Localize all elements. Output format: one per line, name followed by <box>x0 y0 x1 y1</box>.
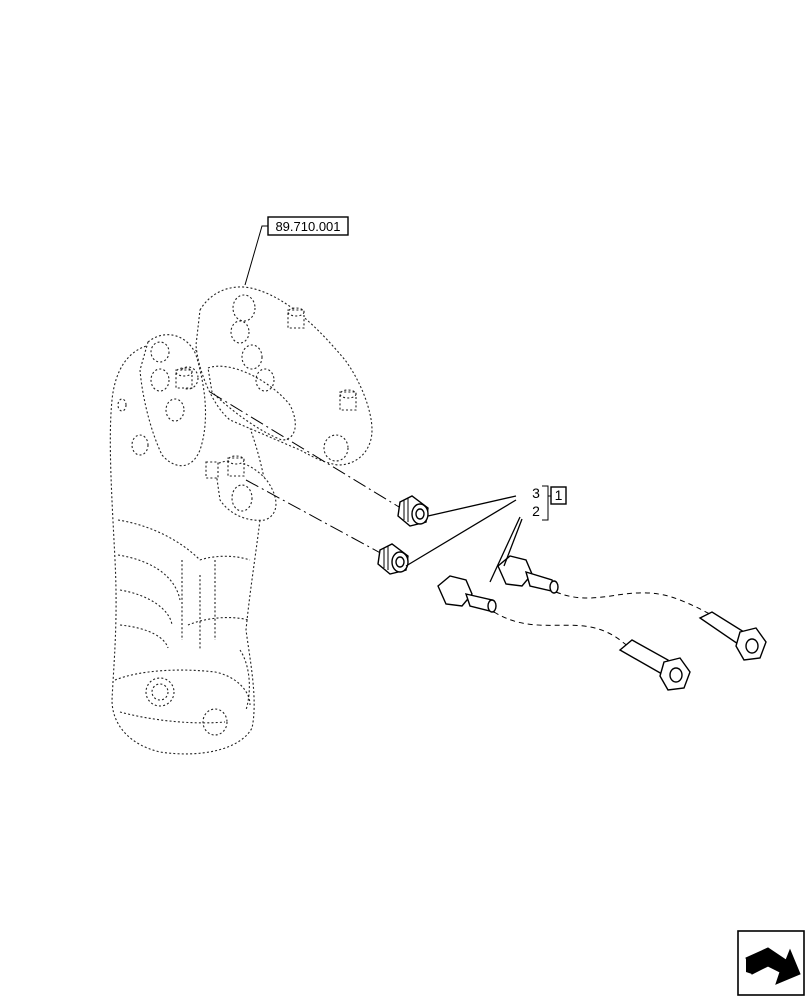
callout-2[interactable]: 2 <box>532 503 540 519</box>
fitting-upper[interactable] <box>397 495 429 527</box>
bolt-with-nut-left[interactable] <box>618 639 691 691</box>
flange-studs <box>175 307 357 479</box>
reference-label[interactable]: 89.710.001 <box>275 219 340 234</box>
centerline-upper <box>209 391 405 511</box>
callout-3[interactable]: 3 <box>532 485 540 501</box>
fitting-lower[interactable] <box>377 543 409 575</box>
exhaust-manifold-housing <box>109 286 373 755</box>
callout-bracket <box>542 485 549 521</box>
group-box-label[interactable]: 1 <box>555 487 563 503</box>
callout-leaders <box>405 495 523 583</box>
next-page-arrow-icon[interactable] <box>737 930 805 996</box>
bolt-with-nut-right[interactable] <box>698 611 767 661</box>
extension-line-upper <box>555 591 711 615</box>
bolt-upper[interactable] <box>497 555 559 594</box>
reference-link[interactable]: 89.710.001 <box>267 216 349 236</box>
reference-leader-line <box>244 225 268 286</box>
bolt-lower[interactable] <box>437 575 497 613</box>
extension-line-lower <box>493 611 631 649</box>
group-box[interactable] <box>550 486 567 505</box>
centerline-lower <box>245 479 387 557</box>
